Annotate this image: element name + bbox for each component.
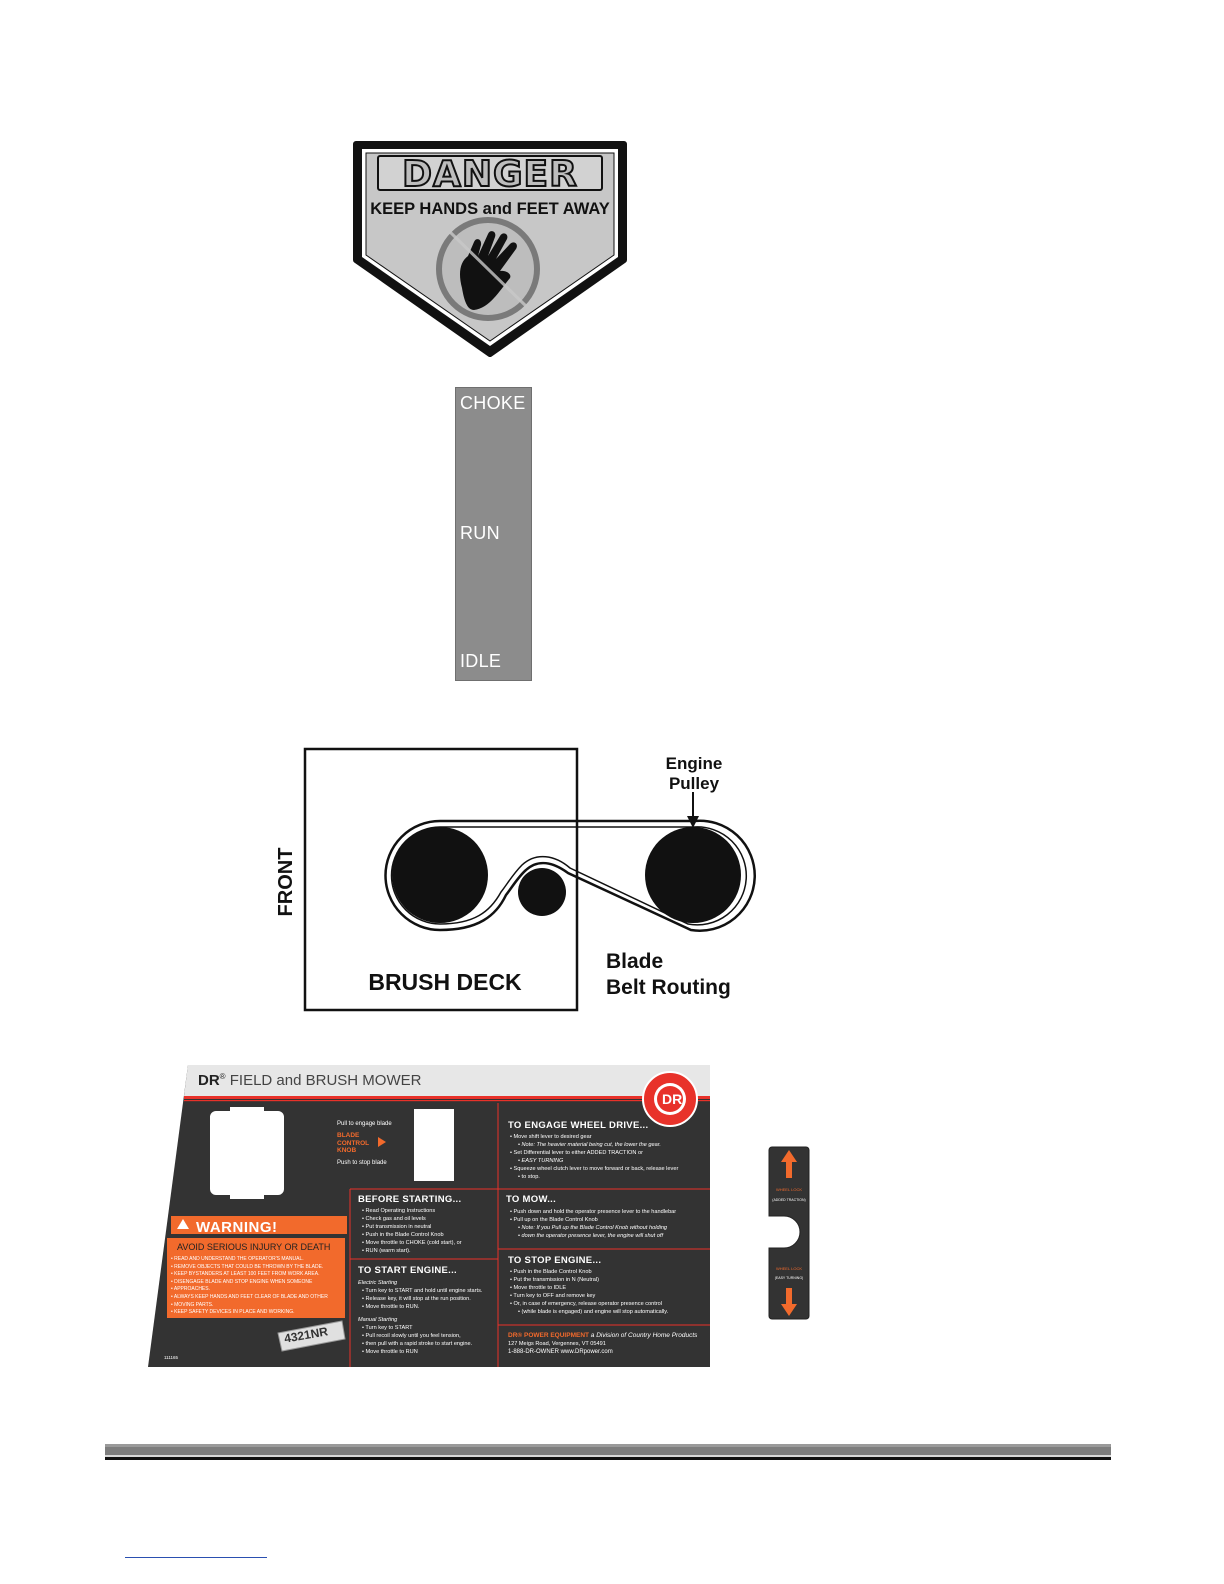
warning-item: KEEP SAFETY DEVICES IN PLACE AND WORKING… — [171, 1309, 328, 1317]
deck-pulley — [392, 827, 488, 923]
throttle-decal: CHOKE RUN IDLE — [455, 387, 532, 681]
list-item: Move throttle to IDLE — [510, 1284, 668, 1292]
warning-item: KEEP BYSTANDERS AT LEAST 100 FEET FROM W… — [171, 1271, 328, 1279]
manual-starting-label: Manual Starting — [358, 1317, 398, 1323]
top-lock-label: WHEEL LOCK — [776, 1187, 802, 1192]
list-item: Push in the Blade Control Knob — [362, 1231, 462, 1239]
electric-starting-label: Electric Starting — [358, 1280, 398, 1286]
bottom-lock-sub: (EASY TURNING) — [775, 1276, 803, 1280]
electric-list: Turn key to START and hold until engine … — [362, 1287, 482, 1311]
note-text: Note: If you Pull up the Blade Control K… — [510, 1224, 676, 1232]
continuation-text: (while blade is engaged) and engine will… — [510, 1308, 669, 1316]
list-item: Put transmission in neutral — [362, 1223, 462, 1231]
belt-path — [384, 819, 756, 932]
stop-list: Push in the Blade Control Knob Put the t… — [510, 1268, 668, 1316]
warning-item: ALWAYS KEEP HANDS AND FEET CLEAR OF BLAD… — [171, 1294, 328, 1302]
manual-list: Turn key to START Pull recoil slowly unt… — [362, 1324, 472, 1356]
list-item: Turn key to OFF and remove key — [510, 1292, 668, 1300]
warning-item: MOVING PARTS. — [171, 1302, 328, 1310]
note-text: EASY TURNING — [510, 1157, 678, 1165]
company-line: DR® POWER EQUIPMENT a Division of Countr… — [508, 1332, 698, 1339]
part-number: 111165 — [164, 1355, 179, 1360]
engine-label-line2: Pulley — [669, 774, 720, 793]
list-item: RUN (warm start). — [362, 1247, 462, 1255]
before-starting-list: Read Operating Instructions Check gas an… — [362, 1207, 462, 1255]
note-text: Note: The heavier material being cut, th… — [510, 1141, 678, 1149]
brush-deck-outline — [303, 747, 579, 1012]
danger-title: DANGER — [402, 154, 578, 195]
throttle-run-label: RUN — [460, 523, 500, 543]
warning-title: WARNING! — [196, 1219, 278, 1236]
engine-pulley — [645, 827, 741, 923]
front-label: FRONT — [275, 848, 297, 917]
list-item: Pull recoil slowly until you feel tensio… — [362, 1332, 472, 1340]
wheel-lock-tag: WHEEL LOCK (ADDED TRACTION) WHEEL LOCK (… — [768, 1145, 810, 1321]
list-item: Turn key to START — [362, 1324, 472, 1332]
list-item: Squeeze wheel clutch lever to move forwa… — [510, 1165, 679, 1173]
list-item: Push down and hold the operator presence… — [510, 1208, 677, 1216]
belt-routing-diagram: Engine Pulley FRONT BRUSH DECK Blade Bel… — [268, 744, 768, 1014]
warning-subtitle: AVOID SERIOUS INJURY OR DEATH — [177, 1242, 331, 1252]
blade-label-line1: Blade — [606, 950, 663, 973]
arrow-right-icon — [378, 1137, 386, 1147]
continuation-text: to stop. — [510, 1173, 678, 1181]
list-item: Turn key to START and hold until engine … — [362, 1287, 482, 1295]
panel-title: DR® FIELD and BRUSH MOWER — [198, 1072, 422, 1089]
control-panel-decal: DR® FIELD and BRUSH MOWER DR Pull to eng… — [146, 1063, 712, 1369]
engine-label-line1: Engine — [666, 754, 723, 773]
list-item: Release key, it will stop at the run pos… — [362, 1295, 482, 1303]
list-item: Read Operating Instructions — [362, 1207, 462, 1215]
stop-engine-heading: TO STOP ENGINE... — [508, 1255, 602, 1266]
hand-prohibition-icon — [436, 217, 540, 321]
company-phone: 1-888-DR-OWNER www.DRpower.com — [508, 1349, 613, 1355]
list-item: Set Differential lever to either ADDED T… — [510, 1149, 678, 1157]
list-item: Pull up on the Blade Control Knob — [510, 1216, 676, 1224]
list-item: Or, in case of emergency, release operat… — [510, 1300, 668, 1308]
list-item: Push in the Blade Control Knob — [510, 1268, 668, 1276]
arrow-up-icon — [781, 1150, 797, 1178]
warning-triangle-icon — [177, 1219, 189, 1229]
footer-rule — [105, 1444, 1111, 1462]
top-lock-sub: (ADDED TRACTION) — [772, 1198, 805, 1202]
blade-control-knob-label: BLADE CONTROL KNOB — [337, 1132, 370, 1154]
warning-item: REMOVE OBJECTS THAT COULD BE THROWN BY T… — [171, 1264, 328, 1272]
idler-pulley — [518, 868, 566, 916]
list-item: Move throttle to RUN. — [362, 1303, 482, 1311]
list-item: then pull with a rapid stroke to start e… — [362, 1340, 473, 1348]
list-item: Move shift lever to desired gear — [510, 1133, 678, 1141]
warning-item: READ AND UNDERSTAND THE OPERATOR'S MANUA… — [171, 1256, 328, 1264]
blade-label-line2: Belt Routing — [606, 976, 731, 999]
mow-heading: TO MOW... — [506, 1194, 557, 1205]
throttle-choke-label: CHOKE — [460, 393, 526, 413]
throttle-idle-label: IDLE — [460, 651, 502, 671]
badge-text: DR — [662, 1091, 683, 1107]
list-item: Check gas and oil levels — [362, 1215, 462, 1223]
brush-deck-label: BRUSH DECK — [368, 969, 522, 995]
danger-decal: DANGER KEEP HANDS and FEET AWAY — [350, 138, 630, 360]
mow-list: Push down and hold the operator presence… — [510, 1208, 677, 1240]
bottom-lock-label: WHEEL LOCK — [776, 1266, 802, 1271]
footer-link-underline[interactable] — [125, 1557, 267, 1558]
label-window — [414, 1109, 454, 1181]
danger-subtitle: KEEP HANDS and FEET AWAY — [370, 200, 610, 218]
arrow-down-icon — [687, 816, 699, 828]
list-item: Put the transmission in N (Neutral) — [510, 1276, 668, 1284]
list-item: Move throttle to RUN — [362, 1348, 472, 1356]
push-stop-text: Push to stop blade — [337, 1160, 387, 1166]
warning-item: DISENGAGE BLADE AND STOP ENGINE WHEN SOM… — [171, 1279, 328, 1287]
start-engine-heading: TO START ENGINE... — [358, 1265, 457, 1276]
arrow-down-icon — [781, 1288, 797, 1316]
wheel-drive-list: Move shift lever to desired gear Note: T… — [510, 1133, 679, 1181]
note-text: down the operator presence lever, the en… — [510, 1232, 676, 1240]
before-starting-heading: BEFORE STARTING... — [358, 1194, 462, 1205]
pull-engage-text: Pull to engage blade — [337, 1121, 392, 1127]
company-address: 127 Meigs Road, Vergennes, VT 05491 — [508, 1341, 606, 1347]
wheel-drive-heading: TO ENGAGE WHEEL DRIVE... — [508, 1120, 649, 1131]
list-item: Move throttle to CHOKE (cold start), or — [362, 1239, 462, 1247]
warning-list: READ AND UNDERSTAND THE OPERATOR'S MANUA… — [171, 1256, 328, 1317]
belt-inner-edge — [390, 826, 748, 926]
ignition-cutout — [210, 1107, 284, 1199]
warning-item: APPROACHES. — [171, 1286, 328, 1294]
